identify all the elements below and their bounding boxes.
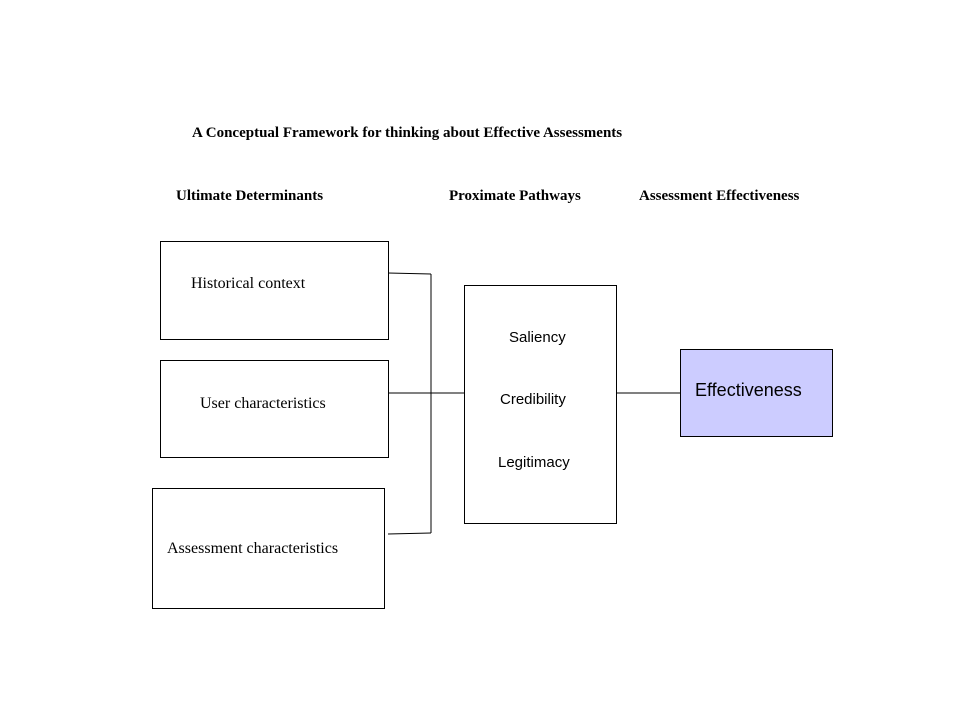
- column-heading-proximate: Proximate Pathways: [449, 188, 581, 204]
- diagram-title: A Conceptual Framework for thinking abou…: [192, 125, 623, 141]
- determinant-label-user: User characteristics: [200, 395, 326, 412]
- determinant-label-historical: Historical context: [191, 275, 306, 292]
- determinant-box-user: [160, 360, 389, 458]
- pathway-label-credibility: Credibility: [500, 391, 566, 408]
- connector-historical: [387, 272, 432, 275]
- connector-assessment: [387, 532, 432, 535]
- pathway-label-saliency: Saliency: [509, 329, 566, 346]
- effectiveness-box: [680, 349, 833, 437]
- determinant-label-assessment: Assessment characteristics: [167, 540, 339, 557]
- pathways-box: [464, 285, 617, 524]
- effectiveness-label: Effectiveness: [695, 380, 802, 400]
- determinant-box-assessment: [152, 488, 385, 609]
- column-heading-effectiveness: Assessment Effectiveness: [639, 188, 800, 204]
- column-heading-ultimate: Ultimate Determinants: [176, 188, 324, 204]
- determinant-box-historical: [160, 241, 389, 340]
- pathway-label-legitimacy: Legitimacy: [498, 454, 570, 471]
